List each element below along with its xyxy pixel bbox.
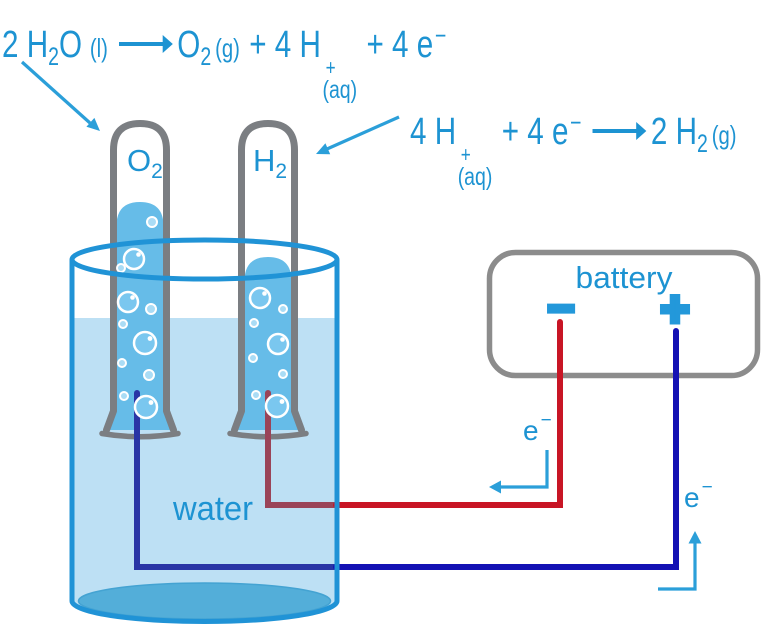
electron-label-left: e− bbox=[523, 410, 552, 446]
eq-subscript: 2 bbox=[48, 43, 59, 71]
electron-flow-right-head bbox=[688, 531, 702, 544]
reaction-arrow bbox=[118, 35, 173, 53]
eq-text: 2 H bbox=[650, 111, 697, 153]
wire-red bbox=[333, 319, 563, 508]
eq-text: 4 H bbox=[410, 111, 457, 153]
annotation-arrows bbox=[20, 60, 400, 155]
electron-label-right: e− bbox=[684, 477, 713, 513]
beaker-bottom-surface bbox=[77, 582, 332, 620]
circuit-wires bbox=[134, 319, 679, 570]
electron-flow-left-head bbox=[489, 480, 501, 494]
eq-state-symbol: (g) bbox=[215, 33, 240, 63]
reduction-arrow-line bbox=[326, 115, 400, 151]
reduction-equation: 4 H+(aq)+ 4 e−2 H2(g) bbox=[410, 99, 737, 191]
beaker-outline bbox=[69, 237, 340, 624]
eq-subscript: 2 bbox=[696, 130, 708, 158]
beaker-wall bbox=[69, 260, 340, 624]
eq-text: + 4 H bbox=[249, 24, 321, 66]
eq-subscript: 2 bbox=[200, 43, 212, 71]
battery-box bbox=[486, 249, 761, 379]
wire-blue bbox=[333, 328, 679, 570]
gas-bubbles bbox=[116, 216, 290, 420]
oxidation-arrow-line bbox=[20, 60, 92, 125]
battery-label: battery bbox=[576, 260, 674, 295]
eq-subscript: (aq) bbox=[322, 76, 358, 104]
eq-text: 2 H bbox=[2, 24, 49, 66]
h2-tube-label: H2 bbox=[253, 143, 287, 183]
eq-state-symbol: (l) bbox=[89, 33, 108, 63]
battery-outline bbox=[486, 249, 761, 379]
battery-minus-terminal: − bbox=[548, 282, 575, 334]
wire-blue-submerged bbox=[134, 390, 339, 570]
diagram-labels: battery − + O2 H2 water e− e− bbox=[127, 143, 713, 528]
o2-tube-label: O2 bbox=[127, 143, 163, 183]
oxidation-equation: 2 H2O(l)O2(g)+ 4 H+(aq)+ 4 e− bbox=[2, 12, 447, 104]
eq-superscript: − bbox=[570, 109, 582, 137]
battery-plus-terminal: + bbox=[660, 281, 689, 337]
eq-text: + 4 e bbox=[501, 111, 569, 153]
eq-text: + 4 e bbox=[366, 24, 434, 66]
reduction-arrow-head bbox=[316, 143, 331, 155]
wire-red-submerged bbox=[265, 390, 339, 508]
oxidation-arrow-head bbox=[86, 117, 100, 131]
eq-text: O bbox=[177, 24, 201, 66]
eq-state-symbol: (g) bbox=[711, 120, 737, 150]
electron-flow-right-line bbox=[658, 543, 697, 591]
eq-stacked-script: +(aq) bbox=[322, 55, 358, 104]
beaker-rim bbox=[69, 237, 340, 282]
reaction-arrow bbox=[592, 122, 647, 140]
eq-superscript: + bbox=[325, 55, 336, 80]
o2-tube-wall bbox=[103, 120, 177, 434]
eq-subscript: (aq) bbox=[457, 163, 493, 191]
h2-tube-wall bbox=[231, 120, 305, 434]
eq-text: O bbox=[58, 24, 83, 66]
water-label: water bbox=[172, 490, 253, 528]
eq-superscript: − bbox=[434, 22, 447, 50]
electron-flow-arrows bbox=[489, 450, 702, 591]
electron-flow-left-line bbox=[500, 450, 549, 489]
eq-stacked-script: +(aq) bbox=[457, 142, 493, 191]
eq-superscript: + bbox=[460, 142, 471, 167]
